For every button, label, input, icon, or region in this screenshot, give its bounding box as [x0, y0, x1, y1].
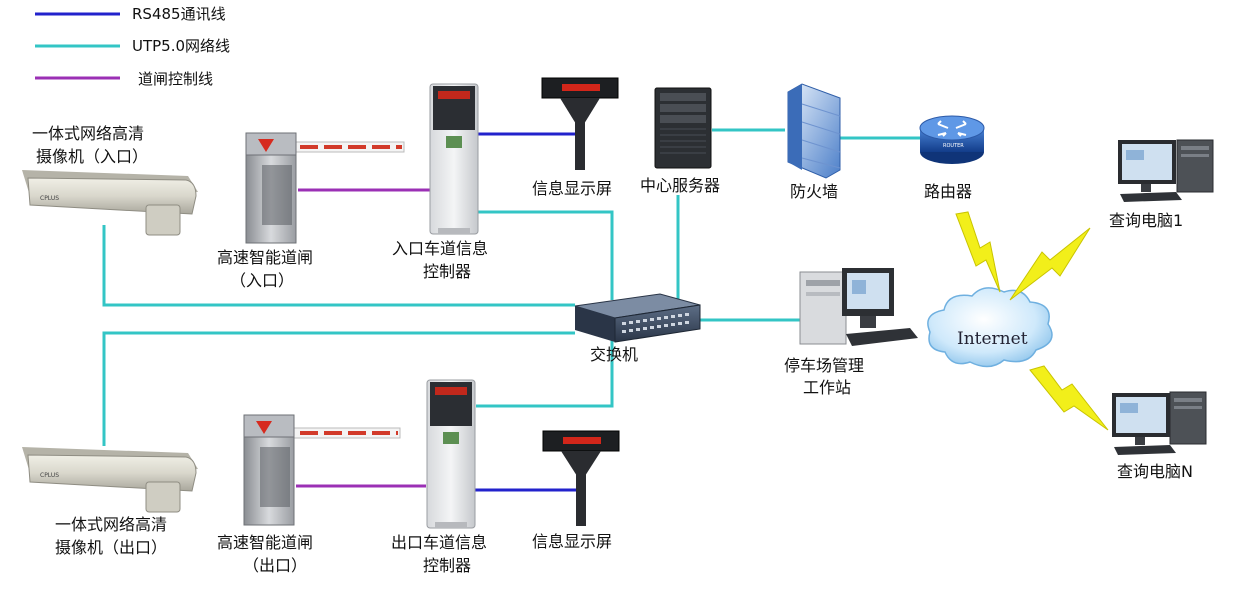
switch-label: 交换机 [590, 345, 638, 364]
workstation [799, 268, 918, 346]
svg-text:CPLUS: CPLUS [40, 472, 59, 479]
utp-line-controller-entry [478, 210, 614, 300]
gate-entry-label-line2: （入口） [230, 271, 294, 290]
camera-entry-label-line2: 摄像机（入口） [36, 147, 148, 166]
router-label: 路由器 [924, 182, 972, 201]
gate-exit-label-line1: 高速智能道闸 [217, 533, 313, 552]
camera-exit-label-line1: 一体式网络高清 [55, 515, 167, 534]
query-pc-1-label: 查询电脑1 [1109, 211, 1183, 230]
connections [102, 128, 922, 492]
utp-line-controller-exit [476, 338, 614, 408]
camera-entry: CPLUS [22, 170, 198, 236]
display-entry-label: 信息显示屏 [532, 179, 612, 198]
legend: RS485通讯线 UTP5.0网络线 道闸控制线 [35, 5, 230, 88]
camera-exit-label-line2: 摄像机（出口） [55, 538, 167, 557]
gate-exit [243, 414, 401, 526]
workstation-label-line1: 停车场管理 [784, 356, 864, 375]
controller-exit-label-line1: 出口车道信息 [391, 533, 487, 552]
utp-line-camera-exit [102, 331, 575, 446]
controller-entry-label-line1: 入口车道信息 [392, 239, 488, 258]
display-exit-label: 信息显示屏 [532, 532, 612, 551]
controller-entry-label-line2: 控制器 [423, 262, 471, 281]
display-exit [542, 430, 620, 526]
query-pc-n [1112, 391, 1207, 455]
lightning-bolts [955, 211, 1109, 431]
server [654, 87, 712, 169]
gate-exit-label-line2: （出口） [243, 556, 307, 575]
lightning-internet-pc1 [1009, 227, 1091, 301]
query-pc-n-label: 查询电脑N [1117, 462, 1193, 481]
server-label: 中心服务器 [640, 176, 720, 195]
controller-exit [426, 379, 476, 529]
lightning-router-internet [955, 211, 1001, 293]
display-entry [541, 77, 619, 170]
gate-entry-label-line1: 高速智能道闸 [217, 248, 313, 267]
controller-entry [429, 83, 479, 235]
legend-label-gate-control: 道闸控制线 [138, 70, 213, 88]
utp-line-camera-entry [102, 225, 575, 307]
firewall-label: 防火墙 [790, 182, 838, 201]
camera-entry-label-line1: 一体式网络高清 [32, 124, 144, 143]
lightning-internet-pcn [1029, 365, 1109, 431]
router-badge: ROUTER [943, 143, 964, 149]
legend-label-utp: UTP5.0网络线 [132, 37, 230, 55]
internet-label: Internet [957, 329, 1028, 349]
query-pc-1 [1118, 139, 1214, 202]
internet-cloud [927, 287, 1053, 368]
gate-entry [245, 132, 405, 244]
legend-label-rs485: RS485通讯线 [132, 5, 226, 23]
controller-exit-label-line2: 控制器 [423, 556, 471, 575]
camera-exit: CPLUS [22, 447, 198, 513]
switch [574, 293, 701, 343]
firewall [787, 83, 841, 179]
router: ROUTER [919, 115, 985, 164]
svg-text:CPLUS: CPLUS [40, 195, 59, 202]
workstation-label-line2: 工作站 [803, 378, 851, 397]
